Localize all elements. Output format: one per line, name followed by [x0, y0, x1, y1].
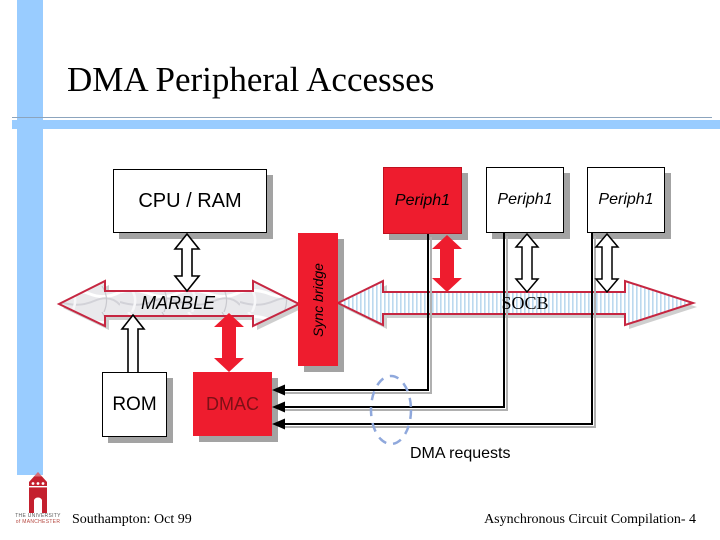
periph1-box-3: Periph1: [587, 167, 665, 233]
cpu-ram-box: CPU / RAM: [113, 169, 267, 233]
footer-venue-date: Southampton: Oct 99: [72, 512, 192, 527]
sync-bridge-label: Sync bridge: [310, 262, 326, 337]
dma-requests-label: DMA requests: [410, 445, 511, 462]
cpu-marble-arrow: [173, 232, 201, 293]
sync-bridge-box: Sync bridge: [298, 233, 338, 366]
logo-line2: of MANCHESTER: [15, 519, 61, 525]
periph1-3-label: Periph1: [598, 191, 654, 208]
periph-right-socb-arrow: [594, 232, 620, 294]
periph1-box-2: Periph1: [486, 167, 564, 233]
footer-deck-title-page: Asynchronous Circuit Compilation- 4: [484, 512, 696, 527]
page-title: DMA Peripheral Accesses: [67, 60, 435, 99]
periph1-active-label: Periph1: [394, 191, 451, 209]
title-rule-line: [12, 117, 712, 118]
marble-bus-label: MARBLE: [140, 293, 216, 313]
request-line-shadows: [282, 236, 596, 428]
dma-request-arrowheads: [272, 384, 285, 430]
periph-mid-socb-arrow: [514, 232, 540, 294]
logo-line1: THE UNIVERSITY: [15, 513, 61, 519]
rom-marble-arrow: [120, 313, 146, 374]
title-accent-band: [12, 120, 720, 129]
dma-requests-ellipse: [369, 374, 413, 446]
periph-socb-red-arrow: [432, 235, 462, 292]
cpu-ram-label: CPU / RAM: [138, 189, 242, 212]
socb-bus-label: SOCB: [501, 293, 549, 313]
university-logo: THE UNIVERSITY of MANCHESTER: [10, 469, 66, 525]
periph1-box-active: Periph1: [383, 167, 462, 234]
periph1-2-label: Periph1: [497, 191, 553, 208]
marble-dmac-arrow: [214, 313, 244, 372]
dmac-box: DMAC: [193, 372, 272, 436]
rom-label: ROM: [112, 393, 157, 415]
manchester-tower-icon: [28, 472, 48, 513]
dmac-label: DMAC: [206, 393, 259, 414]
dma-request-lines: [284, 233, 593, 425]
rom-box: ROM: [102, 372, 167, 437]
socb-bus-arrow: [335, 279, 697, 327]
left-accent-bar: [17, 0, 43, 475]
